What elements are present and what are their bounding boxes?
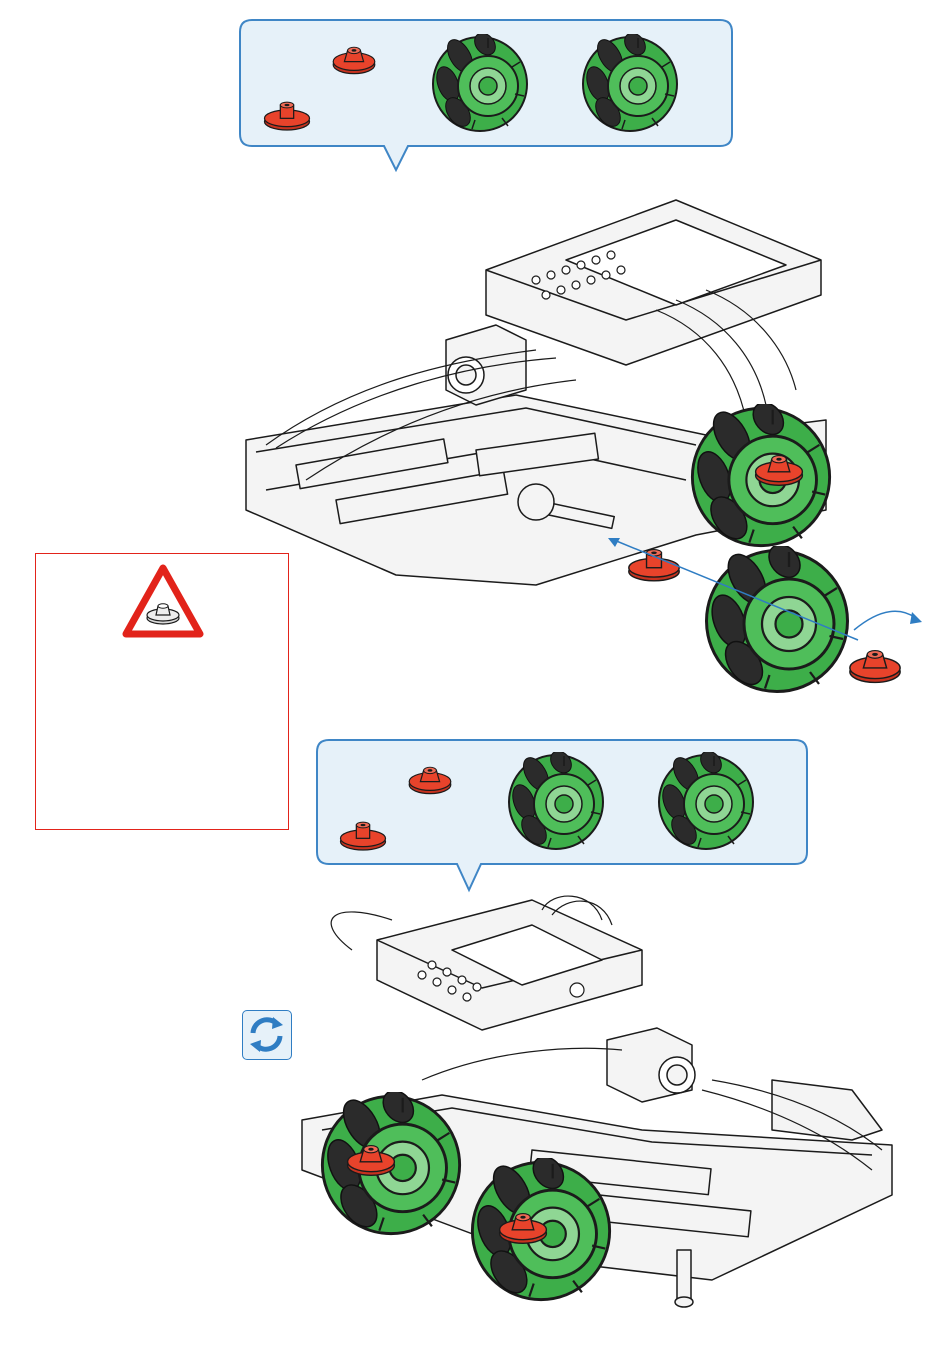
- mecanum-wheel-icon: [580, 34, 680, 134]
- warning-triangle-icon: [122, 564, 204, 638]
- insert-flange-arrow: [600, 530, 860, 650]
- warning-box: [35, 553, 289, 830]
- rotate-view-icon: [243, 1011, 290, 1058]
- hub-nut-mounted: [496, 1208, 550, 1248]
- mecanum-wheel-icon: [506, 752, 606, 852]
- hub-nut-mounted: [344, 1140, 398, 1180]
- hub-nut-icon: [330, 44, 378, 76]
- hub-nut-icon: [406, 764, 454, 796]
- mecanum-wheel-icon: [430, 34, 530, 134]
- hub-nut-mounted: [752, 452, 806, 488]
- flange-icon: [338, 818, 388, 852]
- tighten-nut-rotation-arrow: [850, 600, 930, 640]
- rotate-view-hint: [242, 1010, 292, 1060]
- flange-icon: [262, 98, 312, 132]
- mecanum-wheel-icon: [656, 752, 756, 852]
